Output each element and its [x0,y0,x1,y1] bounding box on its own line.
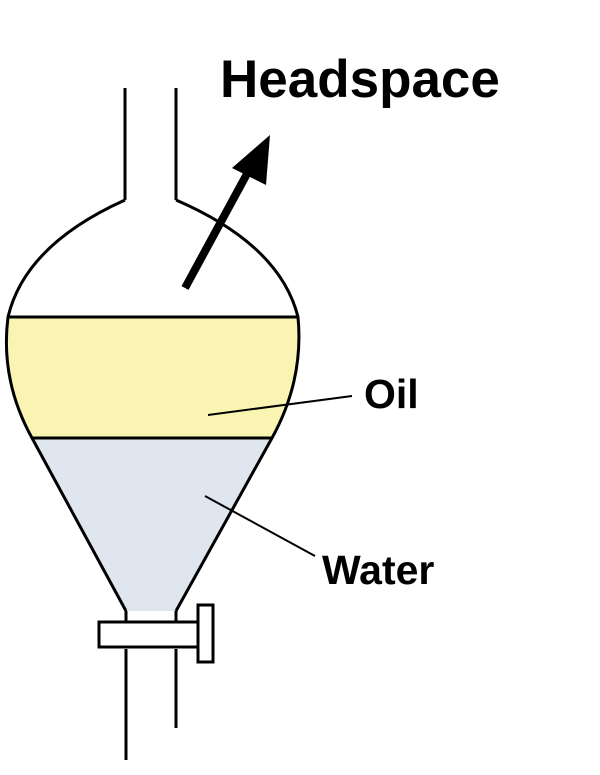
headspace-label: Headspace [220,50,500,109]
oil-label: Oil [364,371,419,417]
headspace-arrow [181,135,270,290]
water-layer [32,438,272,611]
water-leader-line [204,495,316,557]
stopcock [97,603,215,664]
oil-leader-line [207,395,353,416]
oil-layer [6,317,299,438]
funnel-outline [4,88,301,760]
water-label: Water [322,547,434,593]
